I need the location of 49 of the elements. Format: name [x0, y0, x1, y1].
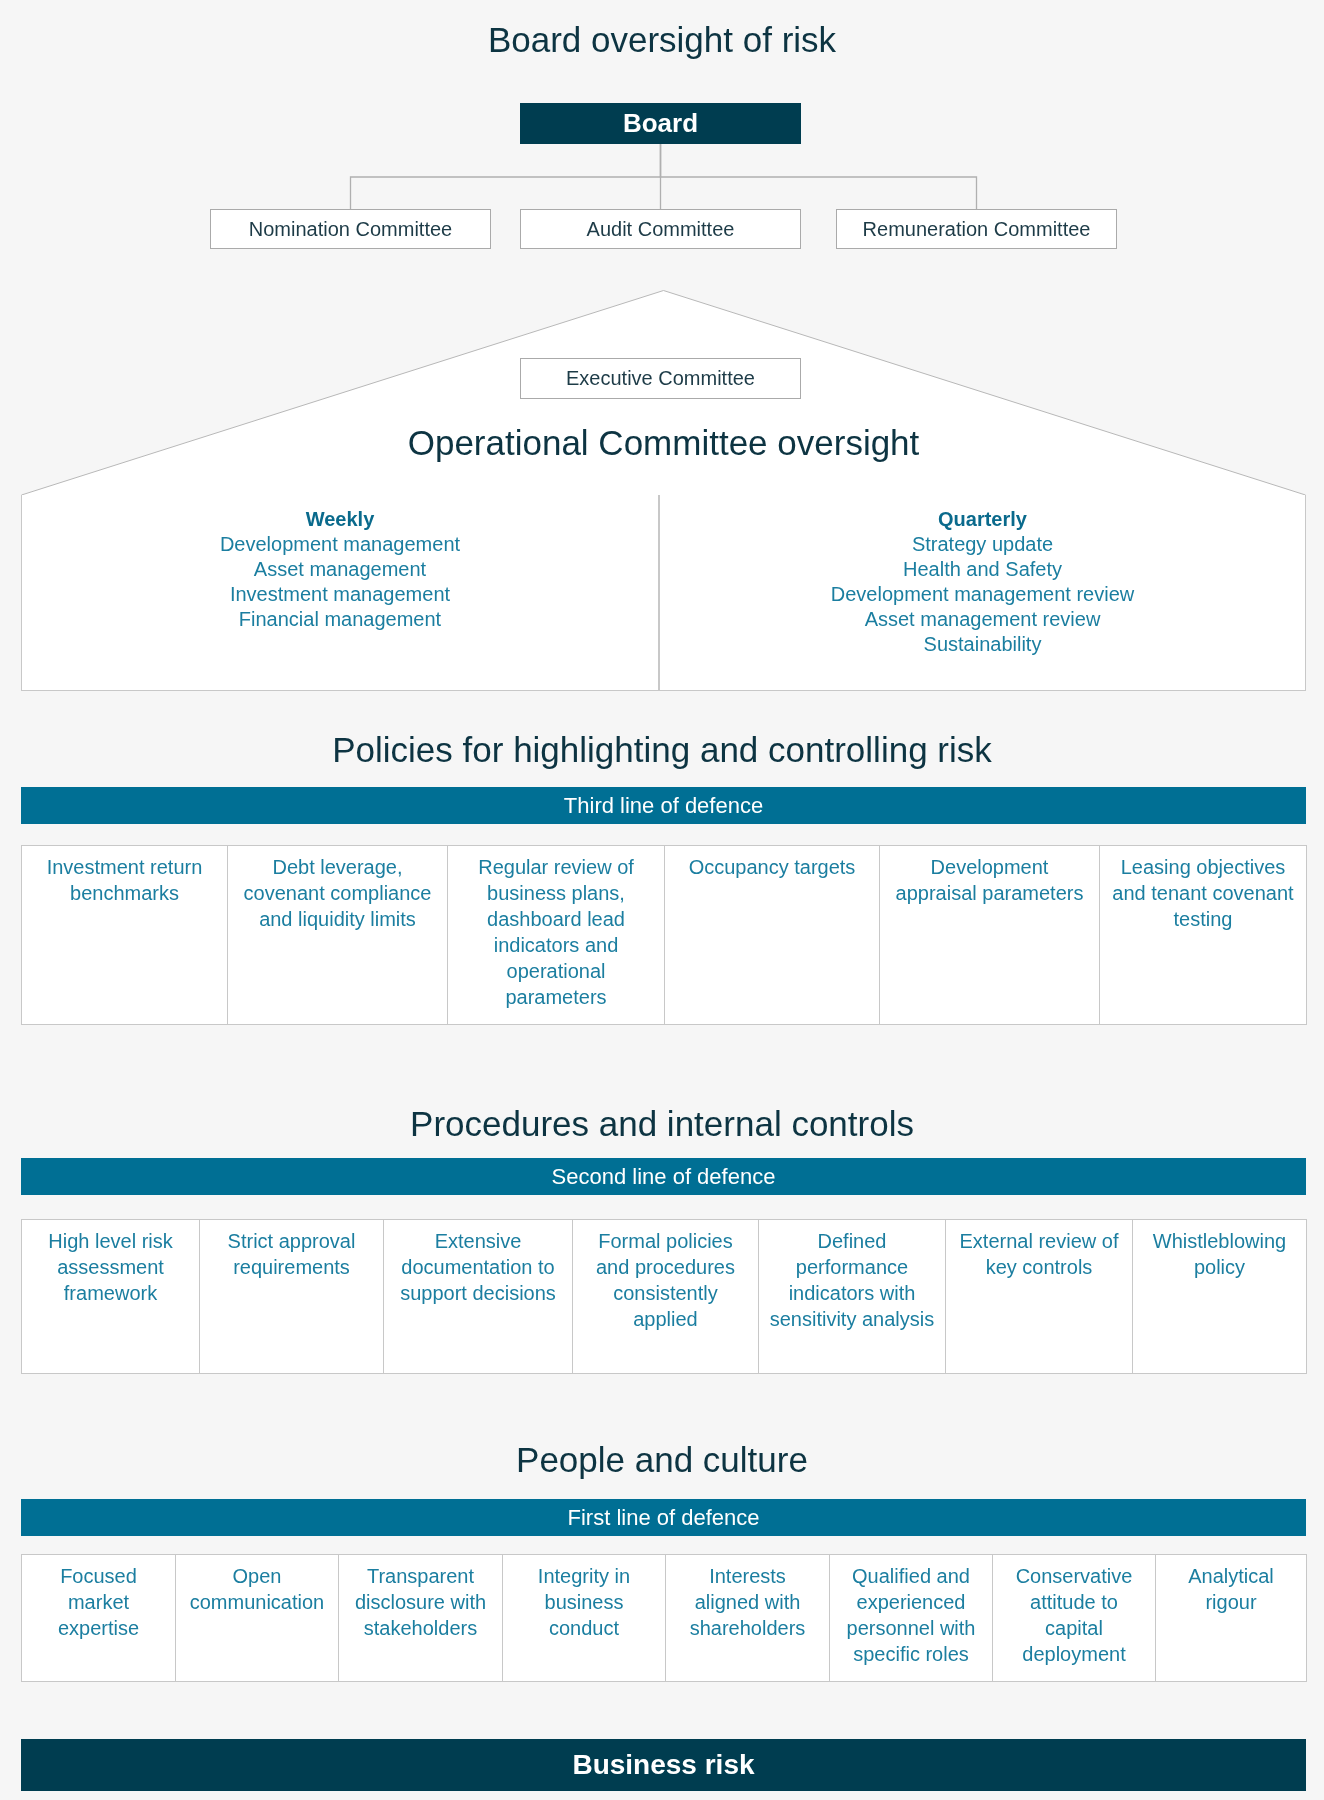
list-item: Asset management: [252, 557, 428, 582]
section-heading: Procedures and internal controls: [409, 1104, 915, 1144]
table-cell: Conservative attitude to capital deployment: [992, 1554, 1156, 1682]
defence-line-banner: Third line of defence: [21, 787, 1306, 824]
committee-box: Audit Committee: [520, 209, 801, 249]
table-cell: Integrity in business conduct: [502, 1554, 666, 1682]
connector-line: [659, 143, 978, 210]
committee-box: Nomination Committee: [210, 209, 491, 249]
table-cell: Open communication: [175, 1554, 339, 1682]
node-box: [659, 495, 1306, 691]
node-box: [21, 495, 659, 691]
list-item: Financial management: [237, 607, 443, 632]
table-cell: Development appraisal parameters: [879, 845, 1100, 1025]
panel-heading: Weekly: [304, 507, 376, 532]
committee-box: Executive Committee: [520, 358, 801, 399]
table-cell: Focused market expertise: [21, 1554, 176, 1682]
table-cell: Debt leverage, covenant compliance and liquidity limits: [227, 845, 448, 1025]
section-heading: Policies for highlighting and controlling risk: [331, 730, 993, 770]
panel-heading: Quarterly: [937, 507, 1028, 532]
list-item: Sustainability: [922, 632, 1043, 657]
table-cell: Interests aligned with shareholders: [665, 1554, 830, 1682]
table-cell: Investment return benchmarks: [21, 845, 228, 1025]
table-cell: Defined performance indicators with sensitivity analysis: [758, 1219, 946, 1374]
list-item: Investment management: [228, 582, 452, 607]
table-cell: Occupancy targets: [664, 845, 880, 1025]
defence-line-banner: Second line of defence: [21, 1158, 1306, 1195]
section-heading: People and culture: [515, 1440, 809, 1480]
table-cell: Qualified and experienced personnel with specific roles: [829, 1554, 993, 1682]
defence-line-banner: First line of defence: [21, 1499, 1306, 1536]
table-cell: Formal policies and procedures consistently applied: [572, 1219, 759, 1374]
table-cell: Strict approval requirements: [199, 1219, 384, 1374]
table-cell: Extensive documentation to support decisions: [383, 1219, 573, 1374]
title: Board oversight of risk: [486, 20, 838, 60]
committee-box: Remuneration Committee: [836, 209, 1117, 249]
table-cell: Leasing objectives and tenant covenant testing: [1099, 845, 1307, 1025]
table-cell: Whistleblowing policy: [1132, 1219, 1307, 1374]
table-cell: Analytical rigour: [1155, 1554, 1307, 1682]
list-item: Development management: [218, 532, 462, 557]
board-box: Board: [520, 103, 801, 144]
table-cell: Transparent disclosure with stakeholders: [338, 1554, 503, 1682]
foundation-banner: Business risk: [21, 1739, 1306, 1791]
table-cell: External review of key controls: [945, 1219, 1133, 1374]
table-cell: Regular review of business plans, dashboard lead indicators and operational parameters: [447, 845, 665, 1025]
list-item: Strategy update: [910, 532, 1055, 557]
list-item: Development management review: [829, 582, 1136, 607]
list-item: Asset management review: [863, 607, 1102, 632]
table-cell: High level risk assessment framework: [21, 1219, 200, 1374]
list-item: Health and Safety: [902, 557, 1063, 582]
section-heading: Operational Committee oversight: [406, 423, 921, 463]
